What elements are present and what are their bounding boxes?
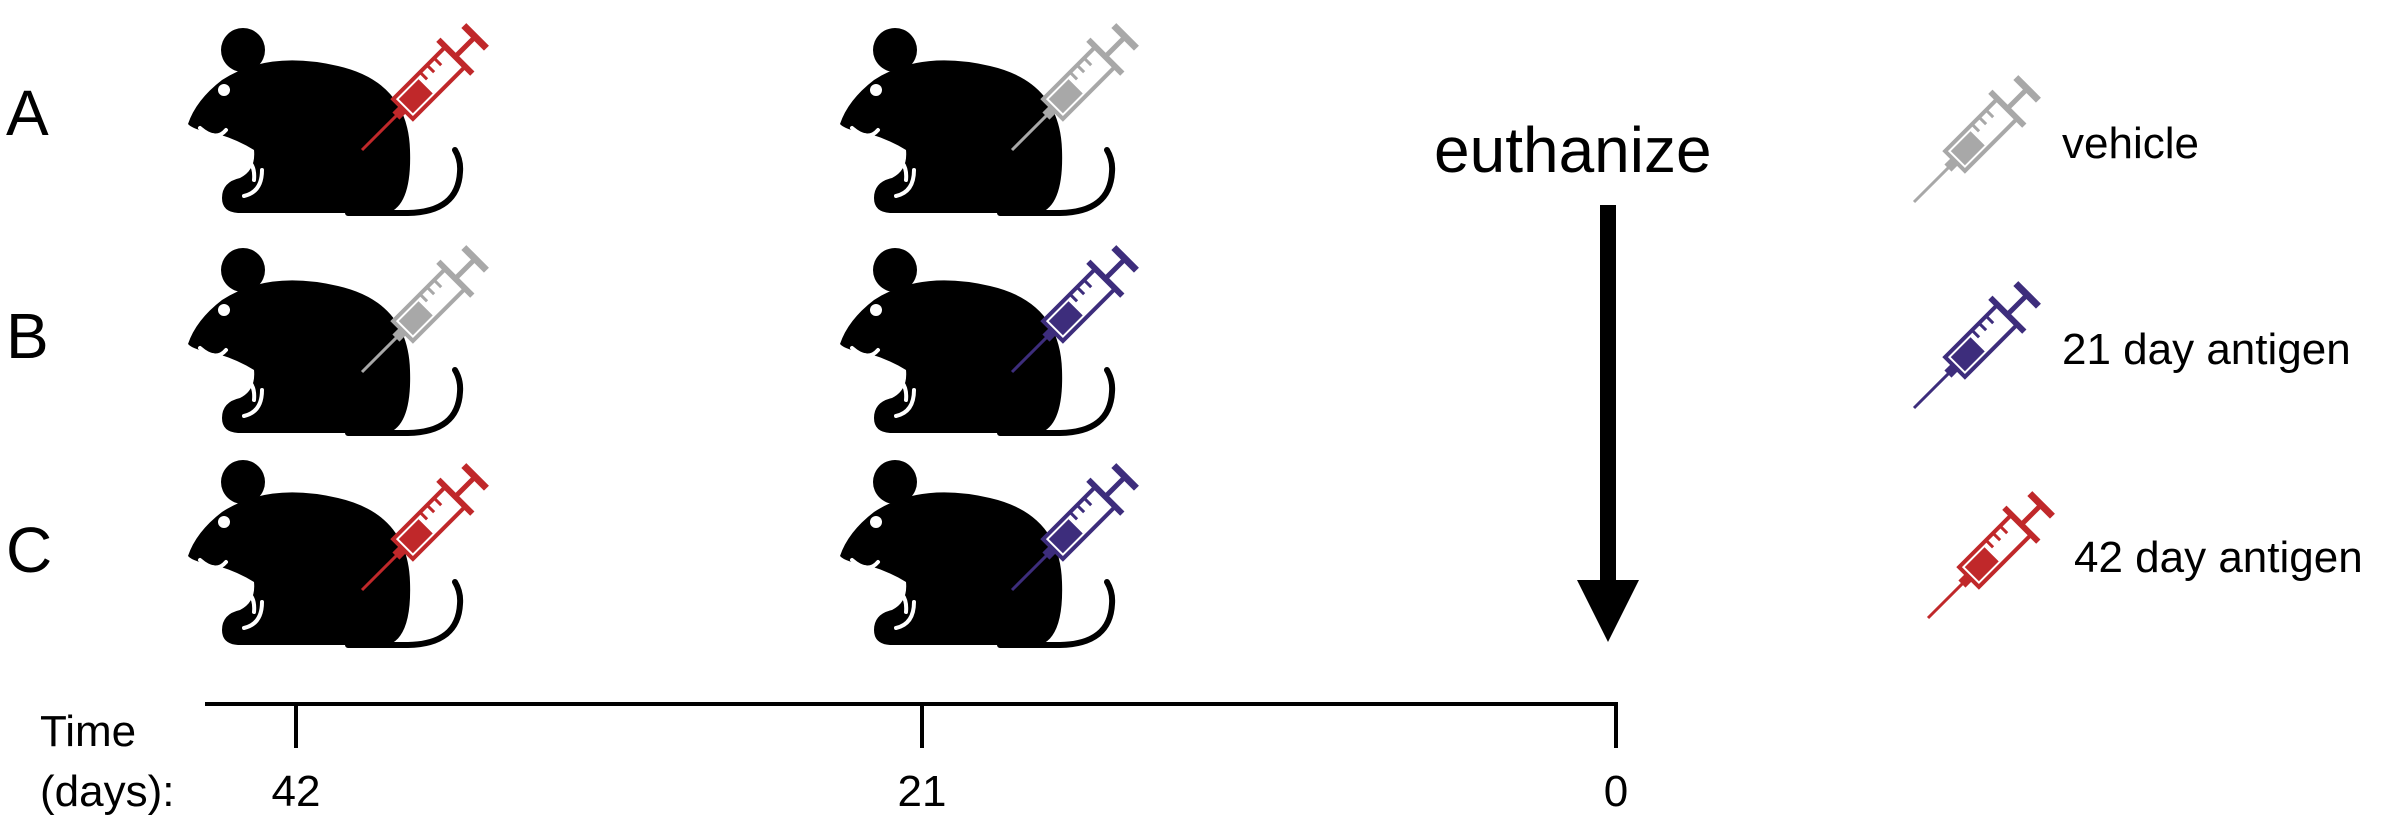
euthanize-label: euthanize [1434, 114, 1712, 186]
timeline-label-line1: Time [40, 707, 136, 756]
mouse-icon [188, 248, 460, 433]
timeline-axis [205, 702, 1618, 748]
group-label-a: A [6, 77, 49, 149]
legend-label-vehicle: vehicle [2062, 119, 2199, 168]
mouse-icon [840, 28, 1112, 213]
timeline-tick-21: 21 [898, 767, 947, 816]
timeline-tick-0: 0 [1604, 767, 1628, 816]
legend: vehicle 21 day antigen 42 day antigen [1897, 72, 2363, 635]
mouse-icon [188, 28, 460, 213]
legend-label-21-day: 21 day antigen [2062, 325, 2351, 374]
group-label-c: C [6, 514, 52, 586]
legend-label-42-day: 42 day antigen [2074, 533, 2363, 582]
timeline-label-line2: (days): [40, 767, 174, 816]
group-label-b: B [6, 300, 49, 372]
syringe-icon [1911, 488, 2058, 635]
syringe-icon [1897, 72, 2044, 219]
down-arrow-icon [1577, 205, 1639, 642]
mouse-icon [840, 248, 1112, 433]
timeline-tick-42: 42 [272, 767, 321, 816]
syringe-icon [1897, 278, 2044, 425]
